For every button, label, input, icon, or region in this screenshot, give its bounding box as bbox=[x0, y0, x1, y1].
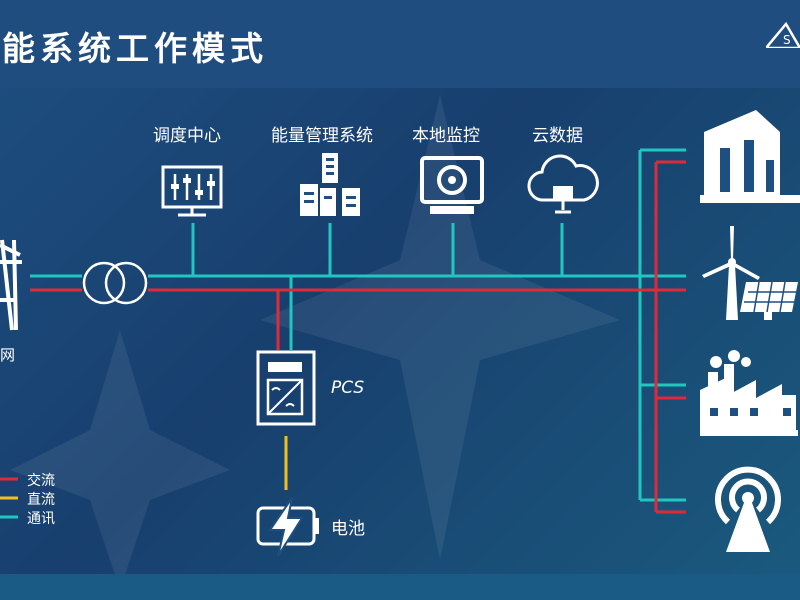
legend-comm: 通讯 bbox=[27, 511, 55, 527]
footer-bar bbox=[0, 574, 800, 600]
label-pcs: PCS bbox=[331, 378, 365, 398]
label-cloud-data: 云数据 bbox=[532, 126, 583, 146]
monitor-camera-icon bbox=[420, 156, 484, 214]
label-grid: 网 bbox=[0, 346, 16, 364]
server-icon bbox=[300, 153, 360, 216]
legend-ac: 交流 bbox=[27, 473, 55, 489]
cloud-computer-icon bbox=[527, 154, 599, 214]
tower-icon bbox=[0, 239, 22, 331]
comm-lines bbox=[30, 148, 686, 502]
pcs-cabinet-icon bbox=[256, 350, 316, 426]
label-dispatch-center: 调度中心 bbox=[153, 126, 221, 146]
ac-lines bbox=[30, 160, 686, 514]
factory-icon bbox=[700, 350, 798, 436]
transformer-icon bbox=[82, 261, 148, 305]
title-bar bbox=[0, 0, 800, 88]
logo-icon: S bbox=[766, 22, 800, 48]
building-icon bbox=[700, 110, 800, 203]
legend-lines bbox=[0, 477, 18, 519]
signal-tower-icon bbox=[715, 466, 781, 552]
dispatch-panel-icon bbox=[161, 165, 223, 217]
label-ems: 能量管理系统 bbox=[271, 126, 373, 146]
legend-dc: 直流 bbox=[27, 492, 55, 508]
label-battery: 电池 bbox=[331, 519, 365, 539]
wind-solar-icon bbox=[702, 226, 798, 320]
svg-text:S: S bbox=[783, 33, 791, 47]
battery-icon bbox=[256, 497, 319, 557]
page-title: 能系统工作模式 bbox=[2, 29, 268, 68]
background-pattern bbox=[10, 95, 620, 590]
label-local-monitor: 本地监控 bbox=[412, 126, 480, 146]
